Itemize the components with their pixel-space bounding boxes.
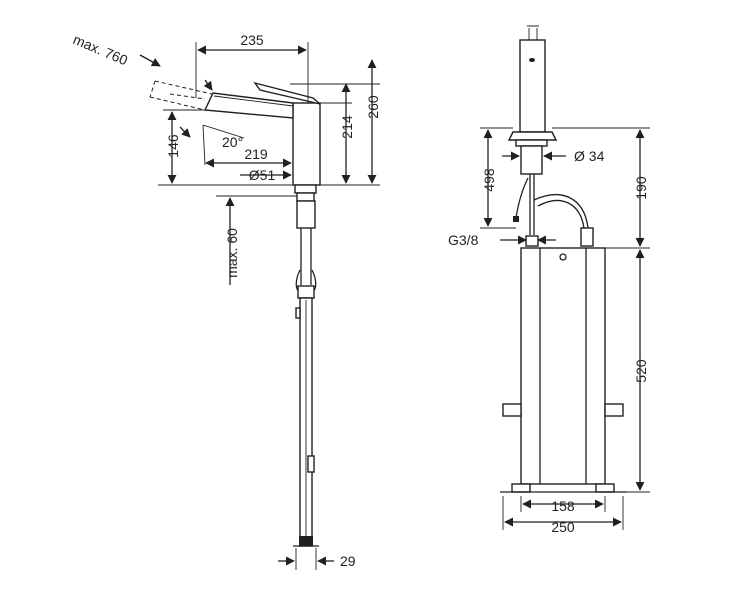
pullout-spray-head [149,80,213,111]
front-dimension-lines [483,129,645,527]
faucet-body [203,81,321,202]
inner-width-label: 158 [551,498,575,514]
height-upper-label: 190 [633,176,649,200]
height-spout-label: 214 [339,115,355,139]
supply-hose [293,200,319,547]
spout-angle-label: 20° [222,134,243,150]
side-view: max. 760 235 260 214 146 20° 219 Ø51 max… [71,31,381,570]
outer-width-label: 250 [551,519,575,535]
front-view: Ø 34 498 190 G3/8 520 158 250 [448,25,650,535]
mounting-box [500,247,627,493]
pullout-label: max. 760 [71,31,130,68]
side-extension-lines [158,42,380,570]
side-dimension-lines [139,45,377,566]
base-diameter-label: Ø51 [249,167,276,183]
hose-length-label: 498 [481,168,497,192]
connection-label: G3/8 [448,232,479,248]
spout-reach-label: 219 [244,146,268,162]
deck-thickness-label: max. 60 [224,228,240,278]
front-extension-lines [480,127,650,530]
height-total-label: 260 [365,95,381,119]
hole-diameter-label: Ø 34 [574,148,605,164]
box-height-label: 520 [633,359,649,383]
outlet-height-label: 146 [165,134,181,158]
hose-width-label: 29 [340,553,356,569]
faucet-front [507,25,594,247]
spout-width-label: 235 [240,32,264,48]
